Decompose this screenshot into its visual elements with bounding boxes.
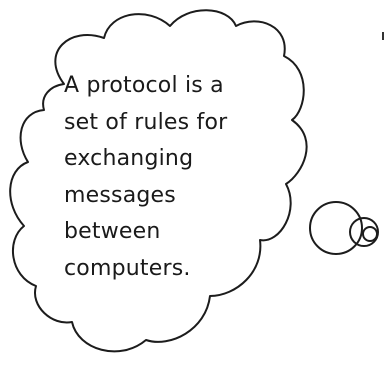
text-line-1: A protocol is a bbox=[64, 73, 224, 98]
text-line-3: exchanging bbox=[64, 146, 194, 171]
text-line-4: messages bbox=[64, 182, 176, 208]
text-line-6: computers. bbox=[64, 255, 191, 281]
small-bubble-large bbox=[309, 201, 363, 255]
text-line-2: set of rules for bbox=[64, 109, 228, 135]
protocol-definition-text: A protocol is a set of rules for exchang… bbox=[64, 68, 264, 287]
edge-mark bbox=[382, 32, 384, 40]
small-bubble-medium bbox=[349, 217, 379, 247]
small-bubble-small bbox=[362, 226, 378, 242]
cloud-body bbox=[9, 9, 308, 353]
text-line-5: between bbox=[64, 219, 161, 244]
